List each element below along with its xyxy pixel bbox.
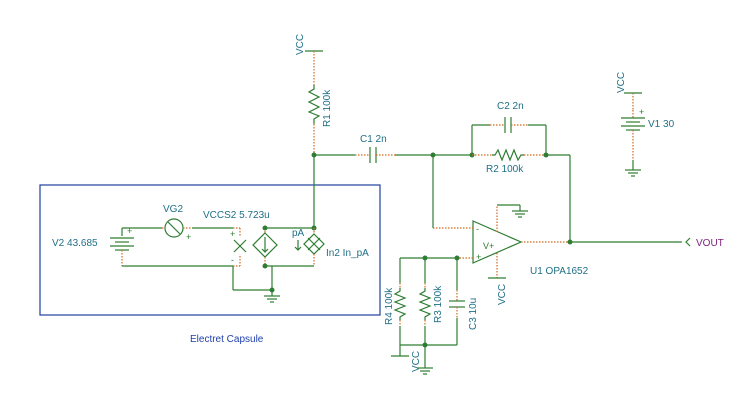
svg-text:+: +: [639, 107, 644, 117]
vcc-v1-supply: VCC: [616, 72, 642, 110]
svg-text:V+: V+: [483, 241, 494, 251]
capacitor-c2: C2 2n: [490, 101, 528, 133]
vcc-bottom-supply: VCC: [391, 350, 422, 372]
svg-text:VCC: VCC: [411, 351, 422, 372]
svg-text:VCC: VCC: [616, 72, 627, 93]
ground-opamp: [512, 210, 528, 218]
ground-v1: [625, 169, 641, 177]
vout-terminal: VOUT: [685, 237, 724, 249]
svg-text:+: +: [127, 226, 132, 236]
svg-text:+: +: [476, 252, 481, 262]
svg-text:U1 OPA1652: U1 OPA1652: [530, 266, 589, 277]
svg-text:R3 100k: R3 100k: [433, 285, 444, 323]
svg-text:V2 43.685: V2 43.685: [52, 238, 98, 249]
svg-text:VCCS2 5.723u: VCCS2 5.723u: [203, 210, 270, 221]
vcc-opamp-supply: VCC: [488, 253, 508, 305]
resistor-r3: R3 100k: [418, 258, 444, 326]
vccs2-source: + - VCCS2 5.723u: [203, 210, 278, 267]
generator-vg2: + VG2: [162, 204, 192, 242]
svg-text:+: +: [186, 232, 191, 242]
svg-text:C2 2n: C2 2n: [497, 101, 524, 112]
ground-bottom: [417, 367, 433, 375]
capacitor-c1: C1 2n: [314, 134, 395, 163]
resistor-r2: R2 100k: [472, 148, 546, 175]
ground-capsule: [264, 295, 280, 303]
svg-text:VCC: VCC: [497, 284, 508, 305]
battery-v1: + V1 30: [621, 107, 675, 160]
svg-text:+: +: [230, 229, 235, 239]
svg-text:C3 10u: C3 10u: [468, 298, 479, 330]
svg-text:VG2: VG2: [163, 204, 183, 215]
noise-current-in2: In2 In_pA pA: [292, 225, 369, 266]
svg-text:-: -: [476, 224, 479, 234]
opamp-u1: - + V+ U1 OPA1652: [472, 220, 589, 277]
svg-text:pA: pA: [292, 228, 305, 239]
svg-text:VOUT: VOUT: [696, 238, 724, 249]
resistor-r1: R1 100k: [307, 85, 333, 155]
capacitor-c3: C3 10u: [449, 258, 479, 330]
electret-capsule-box: [39, 184, 381, 316]
svg-text:C1 2n: C1 2n: [360, 134, 387, 145]
resistor-r4: R4 100k: [384, 258, 407, 326]
svg-text:-: -: [231, 255, 234, 265]
battery-v2: + V2 43.685: [52, 226, 134, 266]
svg-text:VCC: VCC: [295, 34, 306, 55]
svg-text:R2 100k: R2 100k: [486, 164, 524, 175]
electret-capsule-label: Electret Capsule: [190, 334, 264, 345]
svg-text:V1 30: V1 30: [648, 119, 675, 130]
svg-text:R4 100k: R4 100k: [384, 287, 395, 325]
svg-text:R1 100k: R1 100k: [322, 89, 333, 127]
vcc-r1-supply: VCC: [295, 34, 323, 85]
svg-text:In2 In_pA: In2 In_pA: [326, 248, 369, 259]
